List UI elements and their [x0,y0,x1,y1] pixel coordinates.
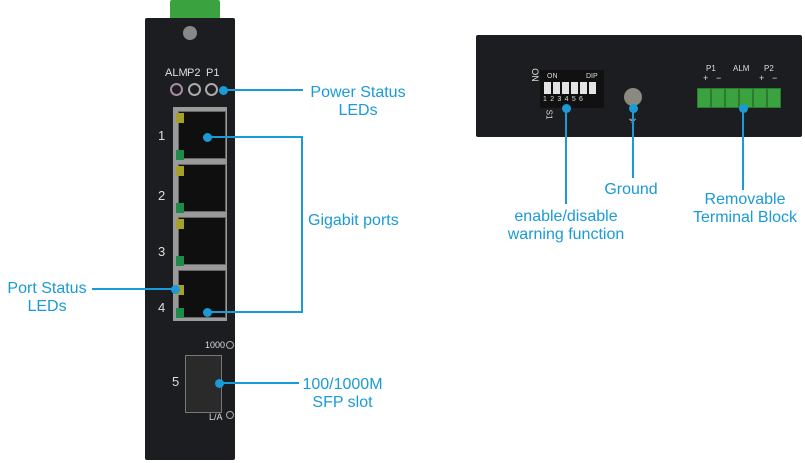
dip-toggle-5[interactable] [580,82,587,94]
port-led [176,308,184,318]
led-alm [170,83,183,96]
dip-numbers: 123456 [543,96,587,103]
polarity-minus: − [772,73,778,83]
dip-on-side-label: ON [529,68,540,82]
sfp-led-label-1000: 1000 [205,340,226,350]
led-p1 [205,83,218,96]
sfp-led-1000 [226,341,234,349]
port-led [176,113,184,123]
sfp-led-label-la: L/A [209,412,223,422]
callout-gigabit-ports: Gigabit ports [308,212,399,229]
terminal-label-p1: P1 [706,64,716,73]
led-label-alm: ALM [165,67,188,79]
dip-label: DIP [586,73,598,80]
dip-toggle-4[interactable] [571,82,578,94]
dip-toggle-6[interactable] [589,82,596,94]
port-number: 3 [158,244,166,259]
terminal-pin [711,88,725,108]
port-led [176,166,184,176]
port-led [176,203,184,213]
rj45-port-4 [178,270,226,318]
port-led [176,285,184,295]
rj45-port-2 [178,164,226,212]
dip-toggle-3[interactable] [562,82,569,94]
sfp-led-la [226,411,234,419]
dip-on-label: ON [547,73,558,80]
led-label-p1: P1 [206,67,220,79]
terminal-pin [697,88,711,108]
terminal-pin [725,88,739,108]
port-led [176,150,184,160]
port-led [176,256,184,266]
port-number: 1 [158,128,166,143]
port-number: 2 [158,188,166,203]
terminal-label-p2: P2 [764,64,774,73]
terminal-pin [753,88,767,108]
rear-panel [476,35,802,137]
led-label-p2: P2 [187,67,201,79]
dip-toggle-2[interactable] [553,82,560,94]
terminal-label-alm: ALM [733,64,750,73]
port-number: 5 [172,374,180,389]
rj45-port-3 [178,217,226,265]
polarity-plus: + [759,73,765,83]
led-p2 [188,83,201,96]
dip-s1-label: S1 [544,109,554,120]
rj45-port-1 [178,111,226,159]
ground-screw-rear [624,88,642,106]
ground-screw [183,26,197,40]
dip-toggle-1[interactable] [544,82,551,94]
polarity-minus: − [716,73,722,83]
callout-ground: Ground [604,181,658,198]
terminal-pin [767,88,781,108]
port-number: 4 [158,300,166,315]
port-led [176,219,184,229]
polarity-plus: + [703,73,709,83]
